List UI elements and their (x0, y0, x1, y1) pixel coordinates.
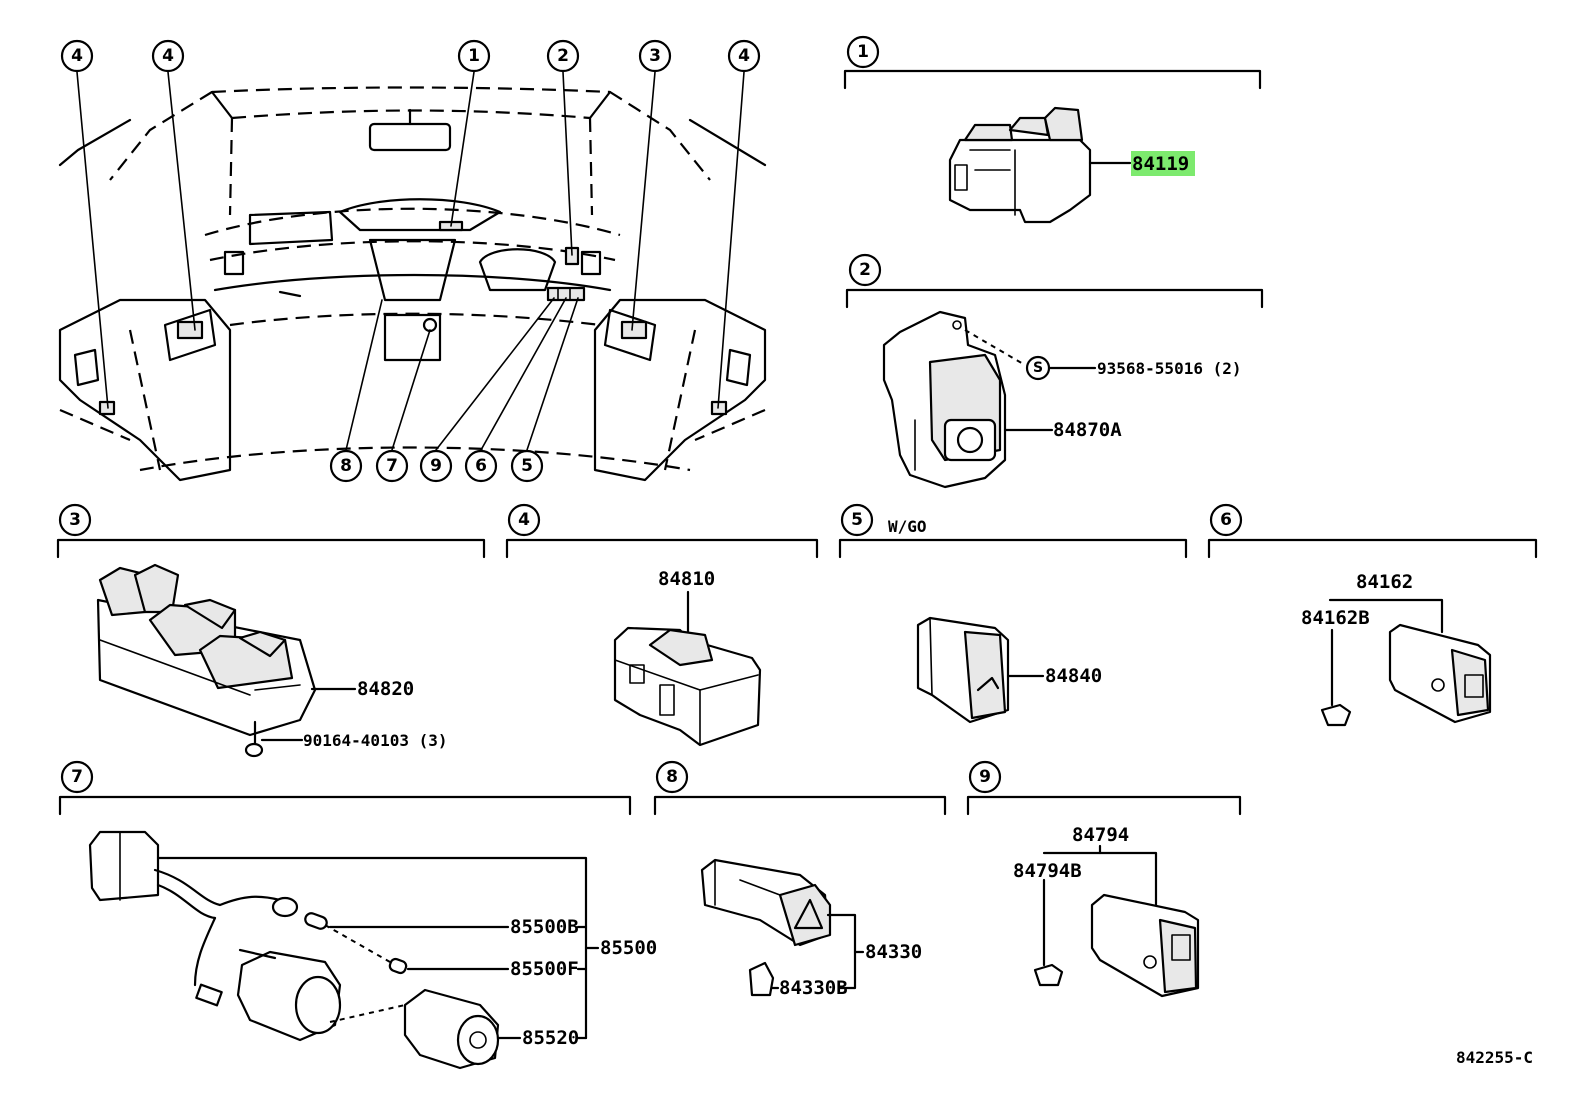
callout-4: 4 (71, 46, 83, 66)
section-6-label: 6 (1220, 510, 1232, 530)
part-84820: 84820 (357, 678, 414, 700)
overview-callouts-bottom: 8 7 9 6 5 (329, 449, 544, 483)
part-85520: 85520 (522, 1027, 579, 1049)
callout-8: 8 (340, 456, 352, 476)
part-84330: 84330 (865, 941, 922, 963)
part-85500F: 85500F (510, 958, 579, 980)
part-85500: 85500 (600, 937, 657, 959)
section-3-label: 3 (69, 510, 81, 530)
overview-callouts-top: 4 4 1 2 3 4 (60, 39, 761, 73)
callout-5: 5 (521, 456, 533, 476)
section-4-label: 4 (518, 510, 530, 530)
part-84119: 84119 (1132, 153, 1189, 175)
section-5: 5 W/GO 84840 (838, 503, 1188, 724)
callout-9: 9 (430, 456, 442, 476)
callout-4: 4 (738, 46, 750, 66)
part-84870A: 84870A (1053, 419, 1122, 441)
section-2: 2 S 93568-55016 (2) 84870A (845, 253, 1264, 489)
part-84330B: 84330B (779, 977, 848, 999)
part-85500B: 85500B (510, 916, 579, 938)
callout-3: 3 (649, 46, 661, 66)
section-5-note: W/GO (888, 517, 927, 536)
section-4: 4 84810 (505, 503, 819, 747)
section-7: 7 85500B 85500 85500F 85520 (58, 760, 657, 1070)
section-7-label: 7 (71, 767, 83, 787)
section-9-label: 9 (979, 767, 991, 787)
figure-code: 842255-C (1456, 1048, 1533, 1067)
callout-2: 2 (557, 46, 569, 66)
section-1: 1 84119 (843, 35, 1262, 224)
part-84810: 84810 (658, 568, 715, 590)
part-84794: 84794 (1072, 824, 1129, 846)
part-93568-55016: 93568-55016 (2) (1097, 359, 1242, 378)
section-9: 9 84794 84794B (966, 760, 1242, 998)
section-5-label: 5 (851, 510, 863, 530)
overview-leaders (76, 71, 745, 451)
section-6: 6 84162 84162B (1207, 503, 1538, 727)
part-84162: 84162 (1356, 571, 1413, 593)
callout-4: 4 (162, 46, 174, 66)
part-84840: 84840 (1045, 665, 1102, 687)
section-8: 8 84330 84330B (653, 760, 947, 999)
part-84794B: 84794B (1013, 860, 1082, 882)
callout-1: 1 (468, 46, 480, 66)
section-2-label: 2 (859, 260, 871, 280)
fastener-symbol: S (1033, 360, 1043, 376)
section-3: 3 84820 90164-40103 (3) (56, 503, 486, 758)
callout-7: 7 (386, 456, 398, 476)
part-90164-40103: 90164-40103 (3) (303, 731, 448, 750)
callout-6: 6 (475, 456, 487, 476)
part-84162B: 84162B (1301, 607, 1370, 629)
section-8-label: 8 (666, 767, 678, 787)
section-1-label: 1 (857, 42, 869, 62)
interior-overview (58, 86, 767, 482)
